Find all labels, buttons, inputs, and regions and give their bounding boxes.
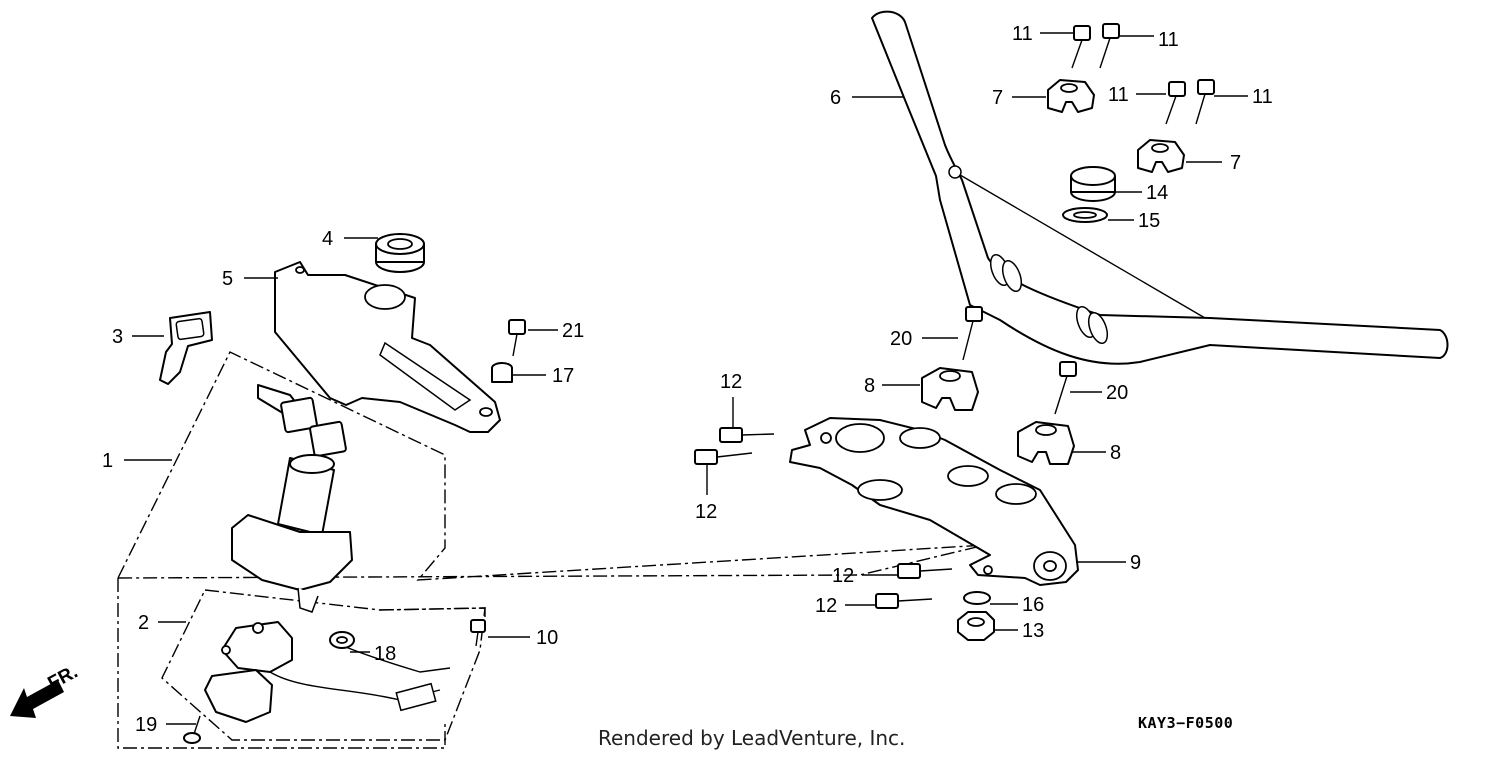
ignition-switch-assembly-outline — [116, 351, 986, 581]
callout-7b: 7 — [1230, 152, 1241, 174]
callout-20a: 20 — [890, 328, 912, 350]
bolt-12b-part[interactable] — [694, 449, 753, 465]
front-direction-indicator: FR. — [10, 662, 81, 718]
bolt-12a-part[interactable] — [719, 427, 775, 443]
upper-holder-7b-part[interactable] — [1137, 139, 1185, 173]
callout-8a: 8 — [864, 375, 875, 397]
switch-cover-part[interactable] — [274, 261, 501, 433]
ignition-outline-leg — [117, 578, 446, 749]
contact-base-part[interactable] — [204, 621, 451, 723]
bolt-20b-part[interactable] — [1054, 361, 1077, 415]
callout-6: 6 — [830, 87, 841, 109]
bolt-11a-part[interactable] — [1071, 25, 1091, 69]
callout-3: 3 — [112, 326, 123, 348]
callout-11d: 11 — [1252, 86, 1273, 108]
callout-7a: 7 — [992, 87, 1003, 109]
callout-8b: 8 — [1110, 442, 1121, 464]
bolt-10-part[interactable] — [470, 619, 486, 647]
bolt-20a-part[interactable] — [962, 306, 983, 361]
clamp-part[interactable] — [329, 631, 355, 649]
leader-lines — [124, 32, 1248, 725]
bolt-21-part[interactable] — [508, 319, 526, 357]
handlebar-part[interactable] — [871, 10, 1449, 365]
callout-12c: 12 — [832, 565, 854, 587]
bolt-11d-part[interactable] — [1195, 79, 1215, 125]
callout-14: 14 — [1146, 182, 1168, 204]
key-part[interactable] — [159, 311, 213, 385]
stay-to-bracket-line — [379, 607, 486, 620]
callout-1: 1 — [102, 450, 113, 472]
callout-12b: 12 — [695, 501, 717, 523]
lower-holder-8b-part[interactable] — [1017, 421, 1075, 465]
callout-12a: 12 — [720, 371, 742, 393]
ignition-switch-body[interactable] — [231, 384, 353, 613]
callout-12d: 12 — [815, 595, 837, 617]
front-arrow-icon — [10, 680, 64, 718]
bolt-12d-part[interactable] — [875, 593, 933, 609]
callout-13: 13 — [1022, 620, 1044, 642]
callout-21: 21 — [562, 320, 584, 342]
lower-holder-8a-part[interactable] — [921, 367, 979, 411]
callout-19: 19 — [135, 714, 157, 736]
top-bridge-part[interactable] — [789, 417, 1079, 586]
callout-18: 18 — [374, 643, 396, 665]
bolt-12c-part[interactable] — [897, 563, 953, 579]
callout-10: 10 — [536, 627, 558, 649]
assembly-outline-group — [116, 351, 986, 749]
callout-4: 4 — [322, 228, 333, 250]
screw-19-part[interactable] — [183, 715, 201, 744]
bolt-11c-part[interactable] — [1165, 81, 1186, 125]
washer-16-part[interactable] — [963, 591, 991, 605]
callout-20b: 20 — [1106, 382, 1128, 404]
bolt-11b-part[interactable] — [1099, 23, 1120, 69]
nut-13-part[interactable] — [957, 611, 995, 641]
render-credit: Rendered by LeadVenture, Inc. — [598, 726, 906, 750]
upper-holder-7a-part[interactable] — [1047, 79, 1095, 113]
callout-17: 17 — [552, 365, 574, 387]
contact-base-assembly-outline — [161, 589, 486, 741]
callout-labels: 1 2 3 4 5 6 7 7 8 8 9 10 11 11 11 11 12 … — [102, 23, 1273, 736]
callout-11c: 11 — [1108, 84, 1129, 106]
callout-15: 15 — [1138, 210, 1160, 232]
collar-17-part[interactable] — [491, 362, 513, 383]
grommet-part[interactable] — [375, 233, 425, 273]
callout-16: 16 — [1022, 594, 1044, 616]
callout-2: 2 — [138, 612, 149, 634]
callout-5: 5 — [222, 268, 233, 290]
callout-11a: 11 — [1012, 23, 1033, 45]
callout-11b: 11 — [1158, 29, 1179, 51]
diagram-code: KAY3−F0500 — [1138, 714, 1234, 732]
washer-15-part[interactable] — [1062, 207, 1108, 223]
callout-9: 9 — [1130, 552, 1141, 574]
steering-nut-14-part[interactable] — [1070, 166, 1116, 202]
